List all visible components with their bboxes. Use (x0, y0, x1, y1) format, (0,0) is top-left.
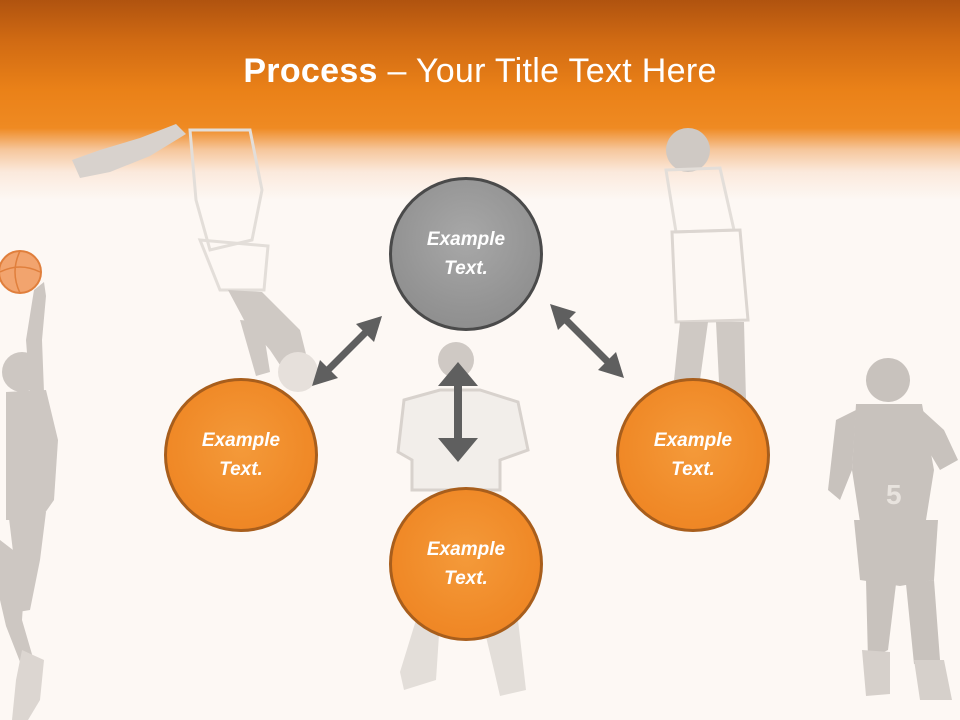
node-right-label: Example Text. (653, 430, 733, 480)
arrow-top-right (550, 304, 624, 378)
header-band (0, 0, 960, 200)
player-silhouette-right: 5 (828, 358, 958, 700)
node-top: Example Text. (389, 177, 543, 331)
node-bottom-label: Example Text. (426, 539, 506, 589)
node-top-label: Example Text. (426, 229, 506, 279)
node-right: Example Text. (616, 378, 770, 532)
arrow-vertical (438, 362, 478, 462)
arrow-top-left (312, 316, 382, 386)
node-left: Example Text. (164, 378, 318, 532)
svg-text:5: 5 (886, 479, 902, 510)
player-silhouette-dunk (72, 124, 318, 392)
node-bottom: Example Text. (389, 487, 543, 641)
basketball-icon (0, 250, 42, 294)
node-left-label: Example Text. (201, 430, 281, 480)
player-silhouette-left (0, 282, 58, 720)
slide-title: Process – Your Title Text Here (243, 52, 717, 90)
player-silhouette-right-top (664, 128, 750, 402)
